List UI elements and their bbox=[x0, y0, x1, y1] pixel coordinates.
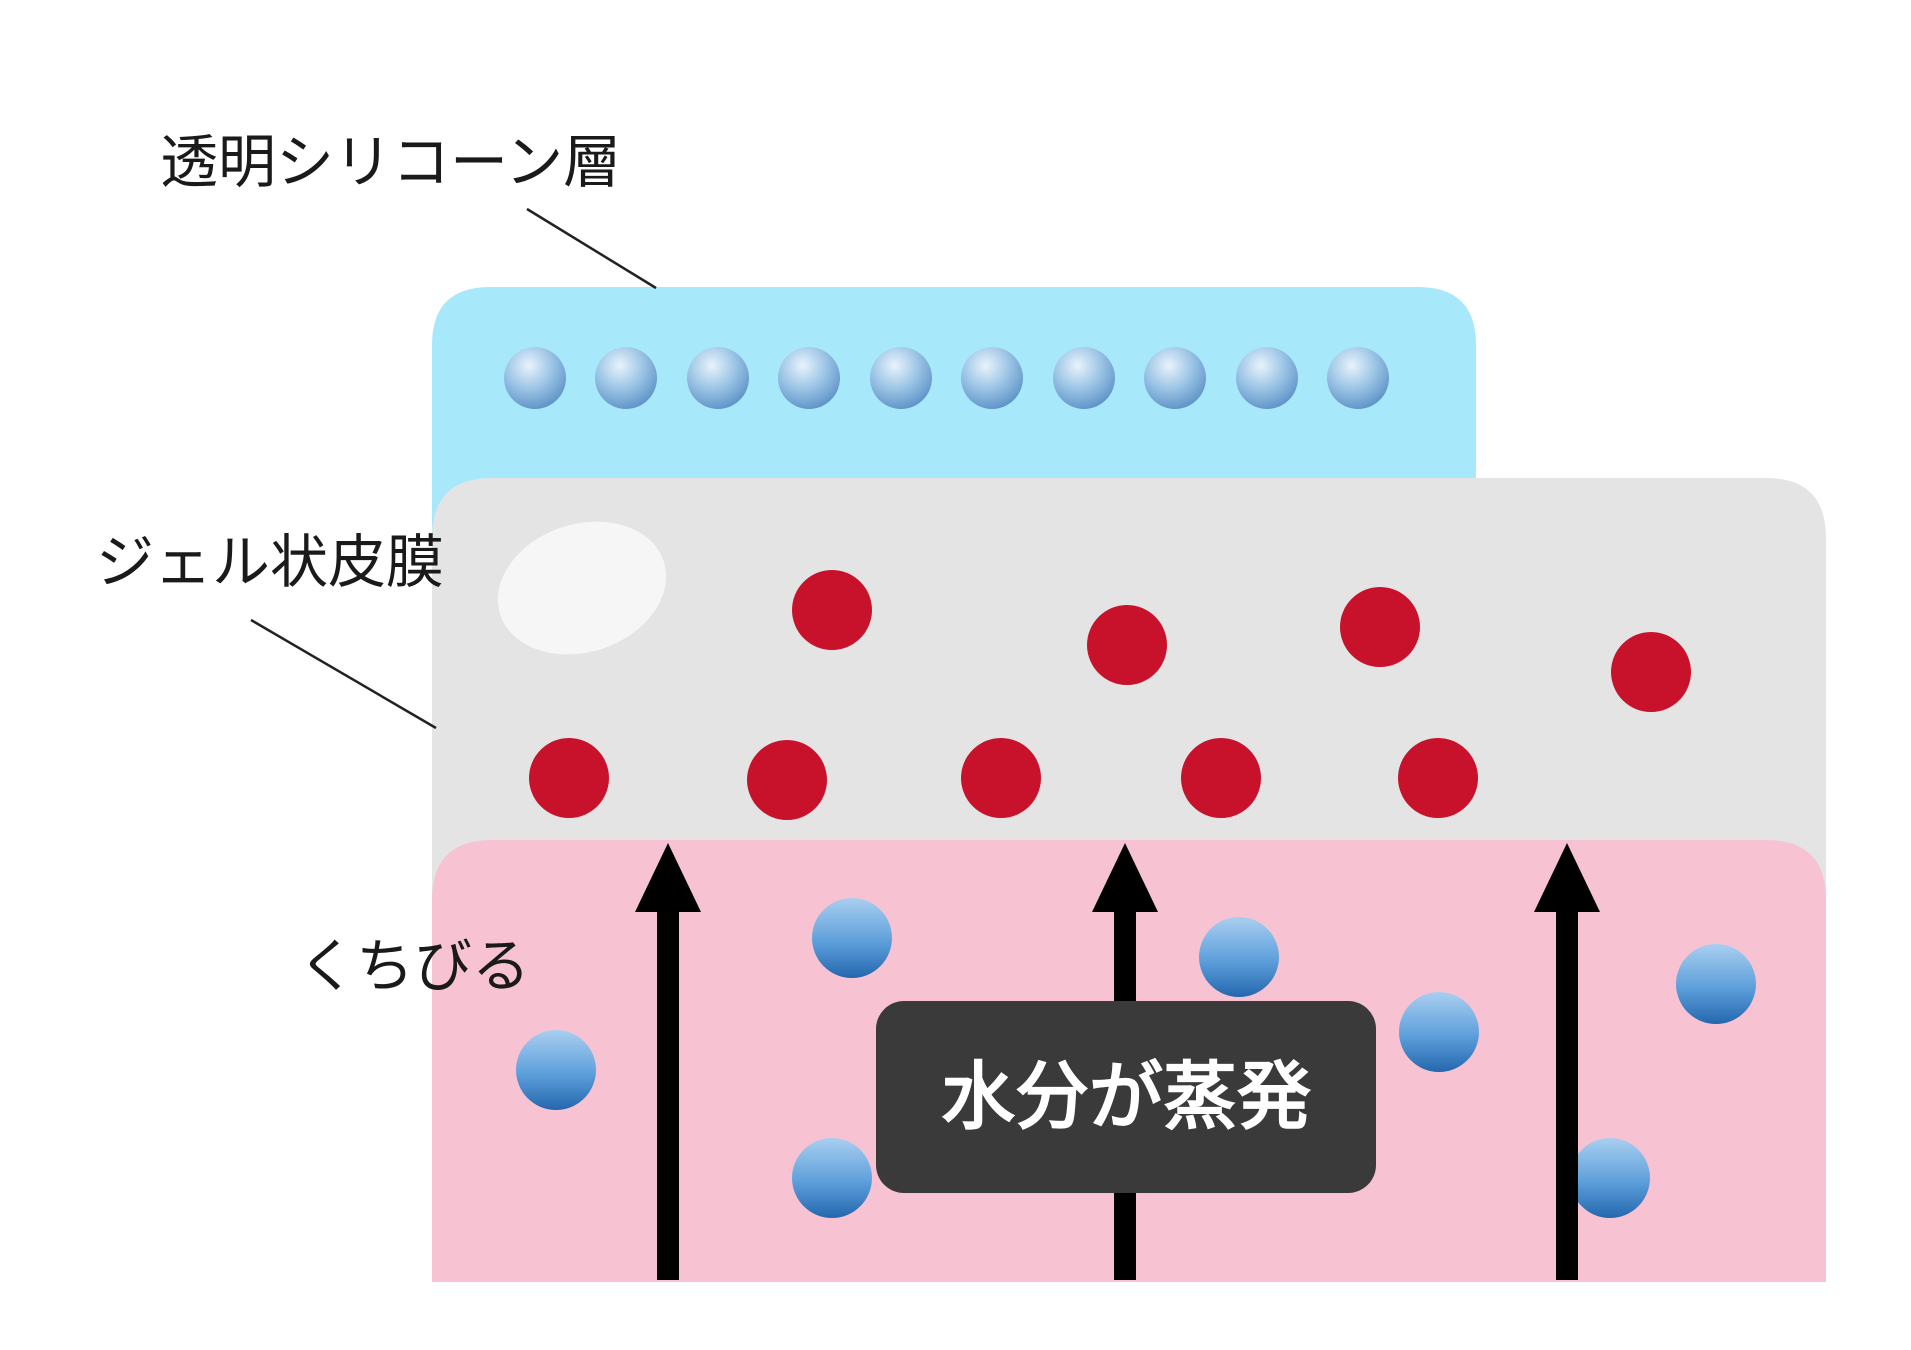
blue-sphere-icon bbox=[778, 347, 840, 409]
gel-film-label: ジェル状皮膜 bbox=[96, 528, 444, 596]
gel-particles bbox=[529, 570, 1691, 820]
blue-sphere-icon bbox=[595, 347, 657, 409]
blue-sphere-icon bbox=[1399, 992, 1479, 1072]
blue-sphere-icon bbox=[687, 347, 749, 409]
blue-sphere-icon bbox=[1570, 1138, 1650, 1218]
evaporation-badge: 水分が蒸発 bbox=[876, 1001, 1376, 1193]
silicone-layer-label: 透明シリコーン層 bbox=[160, 128, 621, 196]
blue-sphere-icon bbox=[870, 347, 932, 409]
red-dot-icon bbox=[792, 570, 872, 650]
lips-label: くちびる bbox=[298, 932, 530, 1000]
silicone-beads bbox=[504, 347, 1389, 409]
water-droplets bbox=[516, 898, 1756, 1218]
blue-sphere-icon bbox=[1053, 347, 1115, 409]
red-dot-icon bbox=[1611, 632, 1691, 712]
blue-sphere-icon bbox=[1144, 347, 1206, 409]
blue-sphere-icon bbox=[812, 898, 892, 978]
blue-sphere-icon bbox=[516, 1030, 596, 1110]
up-arrow-icon bbox=[1534, 843, 1600, 1280]
blue-sphere-icon bbox=[961, 347, 1023, 409]
blue-sphere-icon bbox=[792, 1138, 872, 1218]
silicone-leader-line bbox=[526, 207, 657, 290]
red-dot-icon bbox=[961, 738, 1041, 818]
evaporation-label: 水分が蒸発 bbox=[941, 1054, 1312, 1140]
gel-leader-line bbox=[250, 618, 437, 730]
blue-sphere-icon bbox=[1236, 347, 1298, 409]
blue-sphere-icon bbox=[1327, 347, 1389, 409]
red-dot-icon bbox=[747, 740, 827, 820]
up-arrow-icon bbox=[635, 843, 701, 1280]
red-dot-icon bbox=[1398, 738, 1478, 818]
red-dot-icon bbox=[529, 738, 609, 818]
blue-sphere-icon bbox=[504, 347, 566, 409]
blue-sphere-icon bbox=[1676, 944, 1756, 1024]
red-dot-icon bbox=[1181, 738, 1261, 818]
red-dot-icon bbox=[1340, 587, 1420, 667]
red-dot-icon bbox=[1087, 605, 1167, 685]
gel-highlight bbox=[497, 521, 667, 655]
blue-sphere-icon bbox=[1199, 917, 1279, 997]
